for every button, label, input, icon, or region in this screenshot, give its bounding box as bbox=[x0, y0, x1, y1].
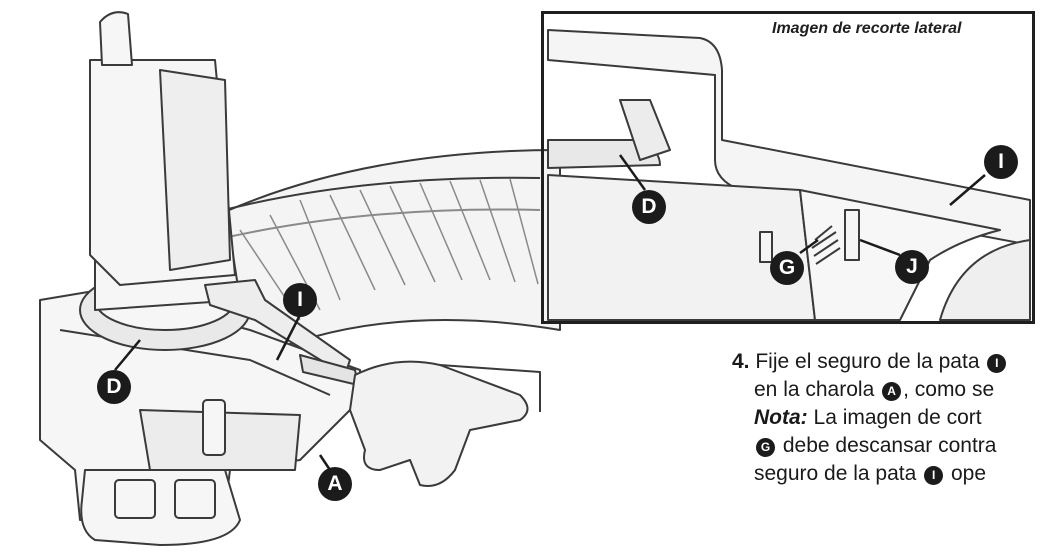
step-number: 4. bbox=[732, 350, 750, 373]
callout-g-inset: G bbox=[770, 251, 804, 285]
ref-i-badge: I bbox=[987, 354, 1007, 373]
step-line-3: Nota: La imagen de cort bbox=[732, 404, 1040, 432]
note-label: Nota: bbox=[754, 406, 808, 429]
callout-i-inset: I bbox=[984, 145, 1018, 179]
step-line-1-text: Fije el seguro de la pata bbox=[755, 350, 980, 373]
callout-i-main: I bbox=[283, 283, 317, 317]
ref-i-badge-2: I bbox=[924, 466, 944, 485]
step-line-2-text: en la charola bbox=[754, 378, 875, 401]
instruction-step: 4. Fije el seguro de la pata I en la cha… bbox=[732, 348, 1040, 488]
step-line-4: G debe descansar contra bbox=[732, 432, 1040, 460]
step-line-2: en la charola A, como se bbox=[732, 376, 1040, 404]
callout-d-main: D bbox=[97, 370, 131, 404]
callout-a-main: A bbox=[318, 467, 352, 501]
callout-d-inset: D bbox=[632, 190, 666, 224]
ref-a-badge: A bbox=[882, 382, 902, 401]
step-line-5-text: seguro de la pata bbox=[754, 462, 917, 485]
step-line-1: 4. Fije el seguro de la pata I bbox=[732, 348, 1040, 376]
step-line-5: seguro de la pata I ope bbox=[732, 460, 1040, 488]
inset-caption: Imagen de recorte lateral bbox=[772, 20, 962, 37]
step-line-2-end: , como se bbox=[903, 378, 995, 401]
side-cut-inset bbox=[541, 11, 1035, 324]
step-line-4-text: debe descansar contra bbox=[782, 434, 997, 457]
step-line-5-end: ope bbox=[950, 462, 987, 485]
callout-j-inset: J bbox=[895, 250, 929, 284]
step-line-3-text: La imagen de cort bbox=[813, 406, 982, 429]
hand bbox=[349, 360, 529, 487]
ref-g-badge: G bbox=[756, 438, 775, 457]
